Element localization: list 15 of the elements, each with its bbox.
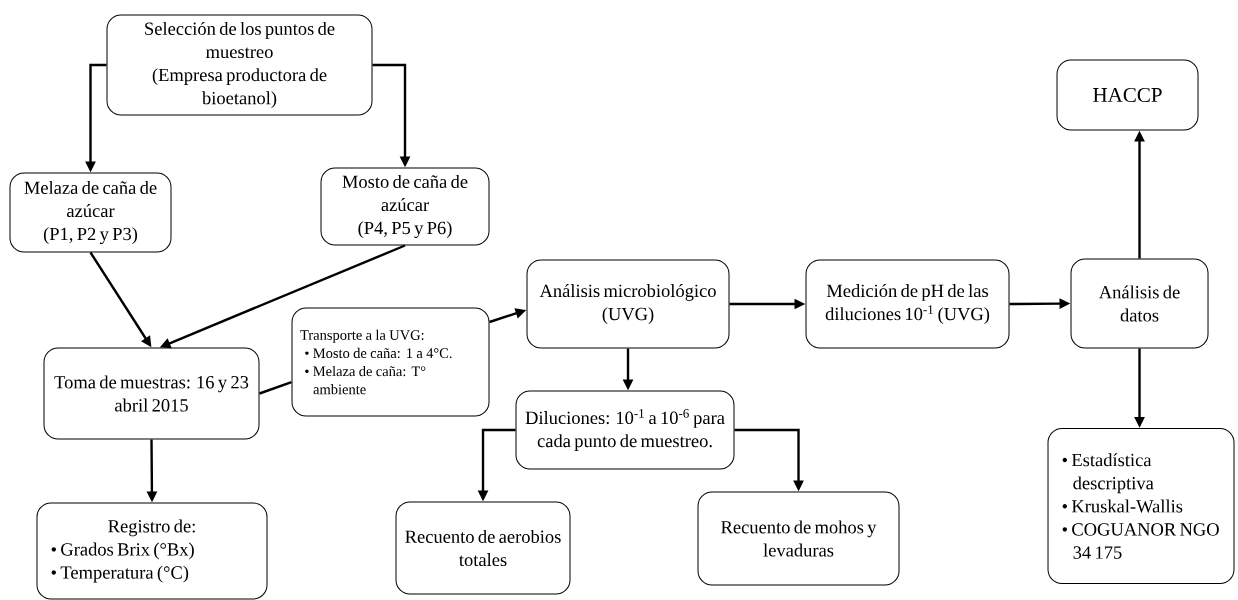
process-box: Toma de muestras: 16 y 23 abril 2015: [43, 347, 260, 440]
connector-line: [259, 380, 292, 395]
process-box: Análisis de datos: [1070, 258, 1209, 349]
process-box: • Estadística descriptiva • Kruskal-Wallis • COGUANOR NGO 34 175: [1047, 428, 1235, 584]
process-box: Melaza de caña de azúcar (P1, P2 y P3): [9, 172, 172, 253]
process-box: Registro de: • Grados Brix (°Bx) • Temperatura (°C): [36, 502, 268, 600]
process-box: Mosto de caña de azúcar (P4, P5 y P6): [320, 167, 490, 246]
process-box: Transporte a la UVG: • Mosto de caña: 1 a 4°C. • Melaza de caña: T° ambiente: [291, 307, 490, 417]
process-box: Medición de pH de las diluciones 10$^{-1}$ (UVG): [805, 259, 1010, 349]
process-box: Diluciones: 10$^{-1}$ a 10$^{-6}$ para cada punto de muestreo.: [515, 390, 735, 470]
process-box: Recuento de aerobios totales: [395, 501, 571, 595]
process-box: Selección de los puntos de muestreo (Empresa productora de bioetanol): [106, 14, 373, 116]
process-box: Recuento de mohos y levaduras: [697, 491, 900, 586]
process-box: HACCP: [1056, 59, 1199, 131]
process-box: Análisis microbiológico (UVG): [526, 259, 730, 349]
